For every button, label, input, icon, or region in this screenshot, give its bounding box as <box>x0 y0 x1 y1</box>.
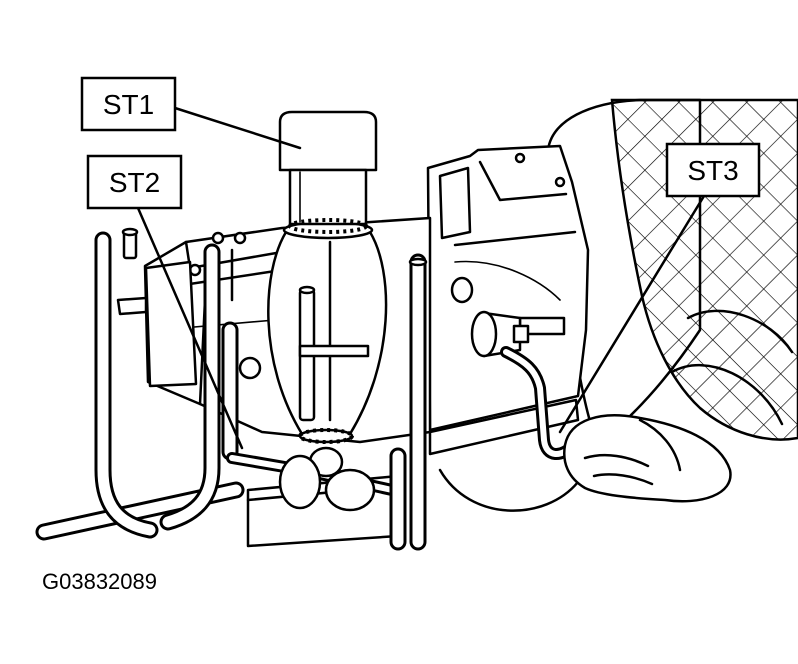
label-st3: ST3 <box>665 142 761 198</box>
case-bolt <box>211 231 225 245</box>
label-st3-text: ST3 <box>687 155 738 186</box>
st2-leader-line <box>136 206 244 450</box>
center-housing-bottom-teeth <box>298 428 354 444</box>
center-housing <box>267 220 388 444</box>
label-st1: ST1 <box>80 76 177 132</box>
bell-housing-bolt <box>554 176 566 188</box>
case-left-end-cap <box>144 260 198 388</box>
bell-housing-flange <box>478 160 568 202</box>
label-st2-box <box>86 154 183 210</box>
tool-st3 <box>470 310 580 460</box>
st2-holder <box>324 468 376 512</box>
st3-leader-line <box>558 194 706 434</box>
label-st1-text: ST1 <box>103 89 154 120</box>
bell-housing-window <box>438 166 472 240</box>
sleeve-cuff-fold-upper <box>686 309 794 354</box>
thumb-line <box>638 418 682 472</box>
stand-post-cap <box>408 257 428 267</box>
stand-tube-left <box>97 234 156 536</box>
st1-neck <box>288 168 368 226</box>
center-housing-rib <box>298 344 370 358</box>
sleeve-cuff-fold-lower <box>670 363 784 426</box>
finger-line <box>592 473 654 486</box>
st1-teeth-ring <box>288 218 368 234</box>
bell-housing-bottom-curve <box>438 468 580 512</box>
case-left-tab <box>116 296 148 316</box>
st2-holder <box>278 454 322 510</box>
st3-handle <box>503 349 577 457</box>
technician-hand <box>563 414 732 503</box>
case-bolt <box>233 231 247 245</box>
tool-st1 <box>278 110 378 234</box>
center-housing-rod-cap <box>298 285 316 295</box>
bell-housing-contour <box>454 260 561 301</box>
stand-front-posts <box>389 253 428 551</box>
bell-housing-hole <box>450 276 474 304</box>
case-top-stud-cap <box>121 227 139 237</box>
hand <box>563 414 732 503</box>
st1-top-cylinder <box>278 110 378 172</box>
case-side-bolt <box>238 356 262 380</box>
label-st3-box <box>665 142 761 198</box>
st3-socket-face <box>470 310 498 358</box>
bell-housing <box>426 144 590 512</box>
tool-st2 <box>226 446 398 512</box>
finger-line <box>583 453 650 468</box>
figure-code: G03832089 <box>42 569 157 594</box>
label-st2: ST2 <box>86 154 183 210</box>
bell-housing-bolt <box>514 152 526 164</box>
st3-nut <box>512 324 530 344</box>
label-st2-text: ST2 <box>109 167 160 198</box>
stand-left-frame <box>35 231 245 541</box>
st1-leader-line <box>173 106 302 150</box>
stand-tube-middle <box>162 246 218 528</box>
label-st1-box <box>80 76 177 132</box>
bell-housing-rib <box>453 230 577 247</box>
